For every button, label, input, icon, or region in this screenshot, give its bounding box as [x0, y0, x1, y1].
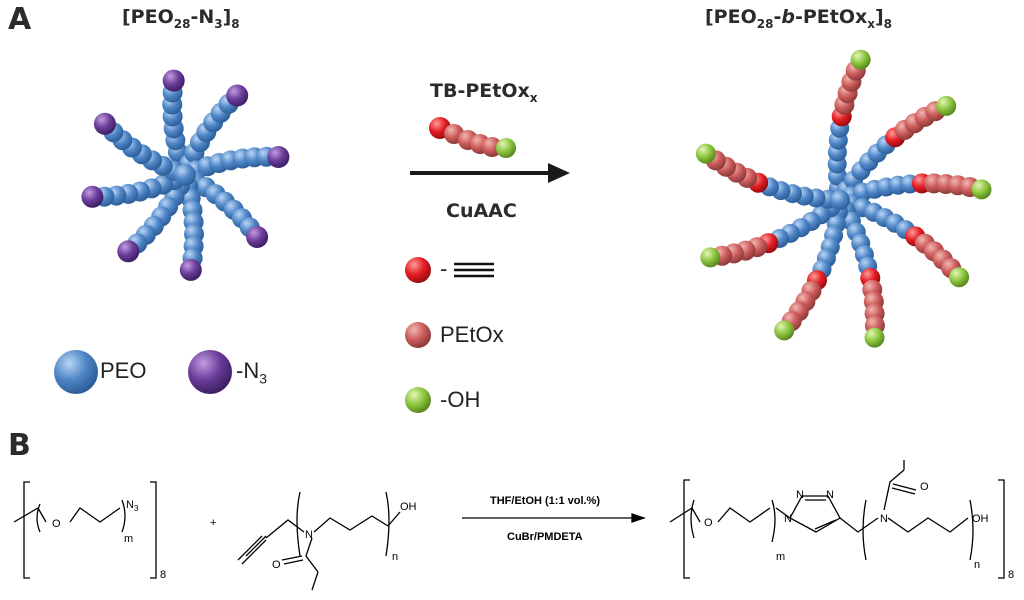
alkyne-legend-bead — [405, 257, 431, 283]
hydroxyl-end-bead — [949, 267, 970, 288]
hydroxyl-end-bead — [936, 95, 957, 116]
panel-b-label: B — [8, 428, 31, 463]
propargyl-bond — [265, 519, 305, 539]
alkyne-bond-c — [245, 535, 267, 557]
azide-end-bead — [226, 84, 249, 107]
reactant2-paren-right — [385, 491, 390, 557]
alkyne-bond-b — [241, 539, 267, 565]
reactant1-chain-start — [13, 507, 47, 523]
hydroxyl-end-bead — [971, 179, 992, 200]
hydroxyl-bead — [496, 138, 516, 158]
reactant1-inner-paren-right — [121, 499, 126, 533]
reactant2-hydroxyl: OH — [400, 501, 417, 513]
conditions-catalyst: CuBr/PMDETA — [507, 531, 583, 543]
reactant1-inner-paren-left — [36, 503, 41, 533]
product-right-bracket — [998, 479, 1005, 579]
alkyne-bond-a — [237, 535, 263, 561]
product-repeat-m: m — [776, 551, 785, 563]
reactant2-carbonyl-oxygen: O — [272, 559, 281, 571]
product-paren-n-left — [862, 499, 867, 561]
product-carbonyl-b — [891, 487, 916, 495]
azide-legend-label: -N3 — [236, 358, 268, 387]
block-copolymer-star-title: [PEO28-b-PEtOxx]8 — [705, 6, 893, 31]
core-bead — [830, 190, 850, 210]
hydroxyl-legend-label: -OH — [440, 387, 481, 412]
reaction-arrow-head — [548, 163, 570, 183]
product-carbonyl-oxygen: O — [920, 481, 929, 493]
azide-end-bead — [267, 146, 290, 168]
ethyl-tail — [311, 571, 319, 591]
amide-c — [305, 537, 319, 573]
azide-end-bead — [179, 258, 202, 281]
carbonyl-bond-b — [283, 559, 304, 565]
panel-a-label: A — [8, 2, 32, 37]
product-triazole-n1: N — [784, 513, 792, 525]
tb-petox-reagent-chain — [429, 117, 516, 158]
hydroxyl-end-bead — [774, 320, 795, 341]
azide-end-bead — [117, 240, 140, 263]
conditions-solvent: THF/EtOH (1:1 vol.%) — [490, 495, 600, 507]
star-polymer-azide-title: [PEO28-N3]8 — [122, 6, 240, 31]
hydroxyl-legend-bead — [405, 387, 431, 413]
oh-bond — [387, 511, 401, 527]
reactant1-repeat-m: m — [124, 533, 133, 545]
product-hydroxyl: OH — [972, 513, 989, 525]
reaction-condition-label: CuAAC — [446, 200, 517, 222]
product-amide-nitrogen: N — [880, 513, 888, 525]
reagent-label: TB-PEtOxx — [430, 80, 538, 105]
triple-bond-icon — [454, 262, 494, 278]
product-chain-start — [669, 507, 701, 523]
carbonyl-bond-a — [281, 555, 303, 561]
reactant1-arms-8: 8 — [160, 569, 166, 581]
product-paren-n-right — [969, 499, 974, 561]
product-triazole-n2: N — [796, 489, 804, 501]
product-oxygen: O — [704, 517, 713, 529]
methylene-link — [839, 517, 879, 533]
triazole-link — [775, 507, 791, 519]
product-left-bracket — [683, 479, 690, 579]
block-star-polymer — [695, 49, 992, 348]
product-peo-chain — [717, 507, 771, 523]
product-petox-chain — [887, 517, 969, 533]
triazole-double-bond-2 — [814, 519, 837, 530]
hydroxyl-end-bead — [695, 143, 716, 164]
hydroxyl-end-bead — [700, 247, 721, 268]
petox-legend-label: PEtOx — [440, 322, 504, 347]
product-arms-8: 8 — [1008, 569, 1014, 581]
reactant1-azide: N3 — [126, 499, 139, 513]
reactant2-nitrogen: N — [305, 529, 313, 541]
panel-b-scheme: O N3 m 8 + N OH O n THF/EtOH (1:1 vol.%)… — [13, 460, 1014, 591]
product-inner-paren-left — [690, 499, 695, 539]
product-amide-chain — [883, 469, 905, 511]
plus-sign: + — [210, 517, 216, 529]
product-triazole-n3: N — [826, 489, 834, 501]
reactant2-chain — [313, 515, 389, 533]
alkyne-legend-label: - — [440, 256, 448, 281]
scheme-arrow-head — [631, 513, 647, 523]
reactant2-paren-left — [296, 491, 301, 557]
hydroxyl-end-bead — [850, 49, 871, 70]
core-bead — [174, 164, 196, 186]
petox-legend-bead — [405, 322, 431, 348]
peo-legend-label: PEO — [100, 358, 147, 383]
triazole-ring — [789, 495, 841, 533]
azide-star-polymer — [81, 69, 290, 281]
azide-end-bead — [93, 112, 116, 135]
product-inner-paren-right — [771, 499, 776, 543]
reactant1-right-bracket — [150, 481, 157, 579]
azide-legend-bead — [188, 350, 232, 394]
reactant1-oxygen: O — [52, 518, 61, 530]
reactant2-repeat-n: n — [392, 551, 398, 563]
azide-end-bead — [246, 226, 269, 248]
reactant1-left-bracket — [23, 481, 30, 579]
peo-legend-bead — [54, 350, 98, 394]
product-repeat-n: n — [974, 559, 980, 571]
panel-a-graphic — [54, 49, 992, 413]
azide-end-bead — [162, 69, 185, 92]
hydroxyl-end-bead — [864, 327, 885, 348]
azide-end-bead — [81, 185, 104, 208]
product-carbonyl-a — [892, 483, 917, 491]
reactant1-chain — [69, 507, 121, 523]
